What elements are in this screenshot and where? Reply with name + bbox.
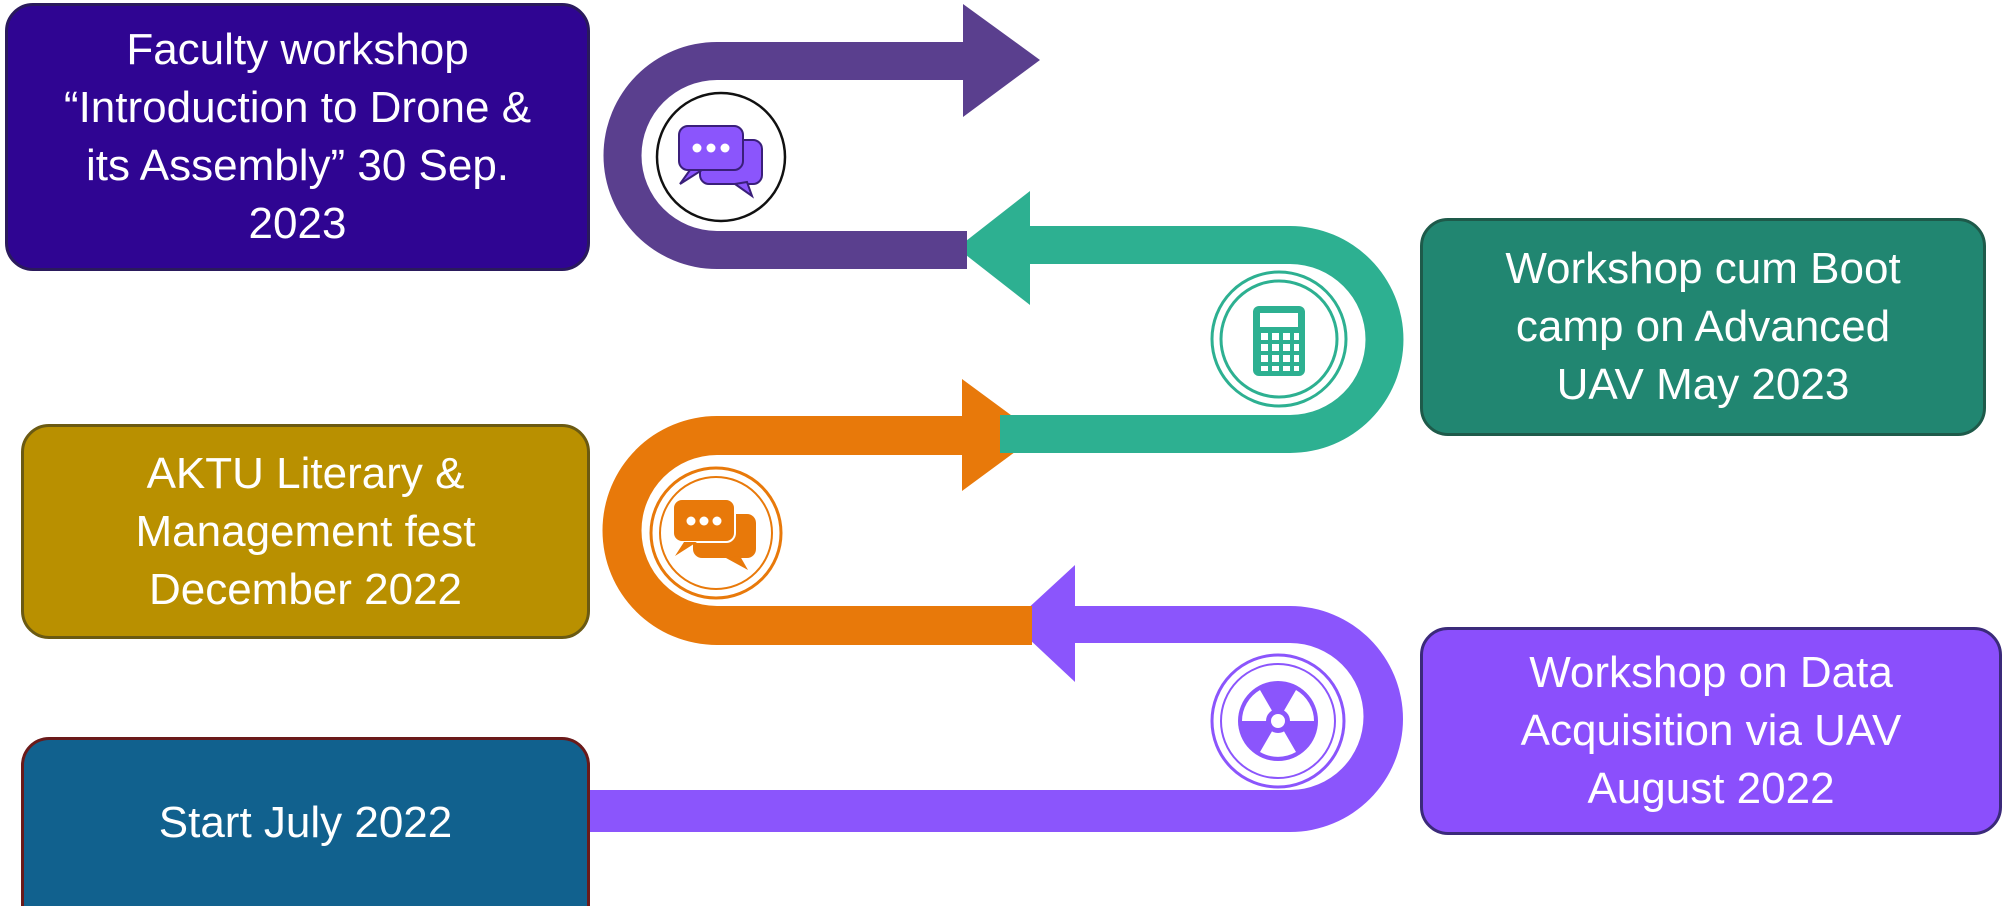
milestone-label: AKTU Literary & Management fest December… <box>135 448 476 614</box>
milestone-aktu-fest: AKTU Literary & Management fest December… <box>21 424 590 639</box>
radiation-icon <box>1210 653 1346 789</box>
path-segment-teal <box>957 191 1404 453</box>
path-segment-violet <box>590 565 1403 832</box>
milestone-data-acquisition: Workshop on Data Acquisition via UAV Aug… <box>1420 627 2002 835</box>
milestone-faculty-workshop: Faculty workshop “Introduction to Drone … <box>5 3 590 271</box>
path-segment-orange <box>602 379 1038 645</box>
calculator-icon <box>1210 270 1348 408</box>
milestone-label: Faculty workshop “Introduction to Drone … <box>63 25 532 248</box>
chat-bubbles-icon <box>655 91 787 223</box>
milestone-label: Start July 2022 <box>158 798 453 847</box>
milestone-label: Workshop on Data Acquisition via UAV Aug… <box>1520 648 1902 813</box>
milestone-start: Start July 2022 <box>21 737 590 906</box>
milestone-label: Workshop cum Boot camp on Advanced UAV M… <box>1505 244 1901 409</box>
milestone-boot-camp: Workshop cum Boot camp on Advanced UAV M… <box>1420 218 1986 436</box>
path-segment-purple <box>603 4 1040 269</box>
chat-bubbles-icon <box>649 466 783 600</box>
